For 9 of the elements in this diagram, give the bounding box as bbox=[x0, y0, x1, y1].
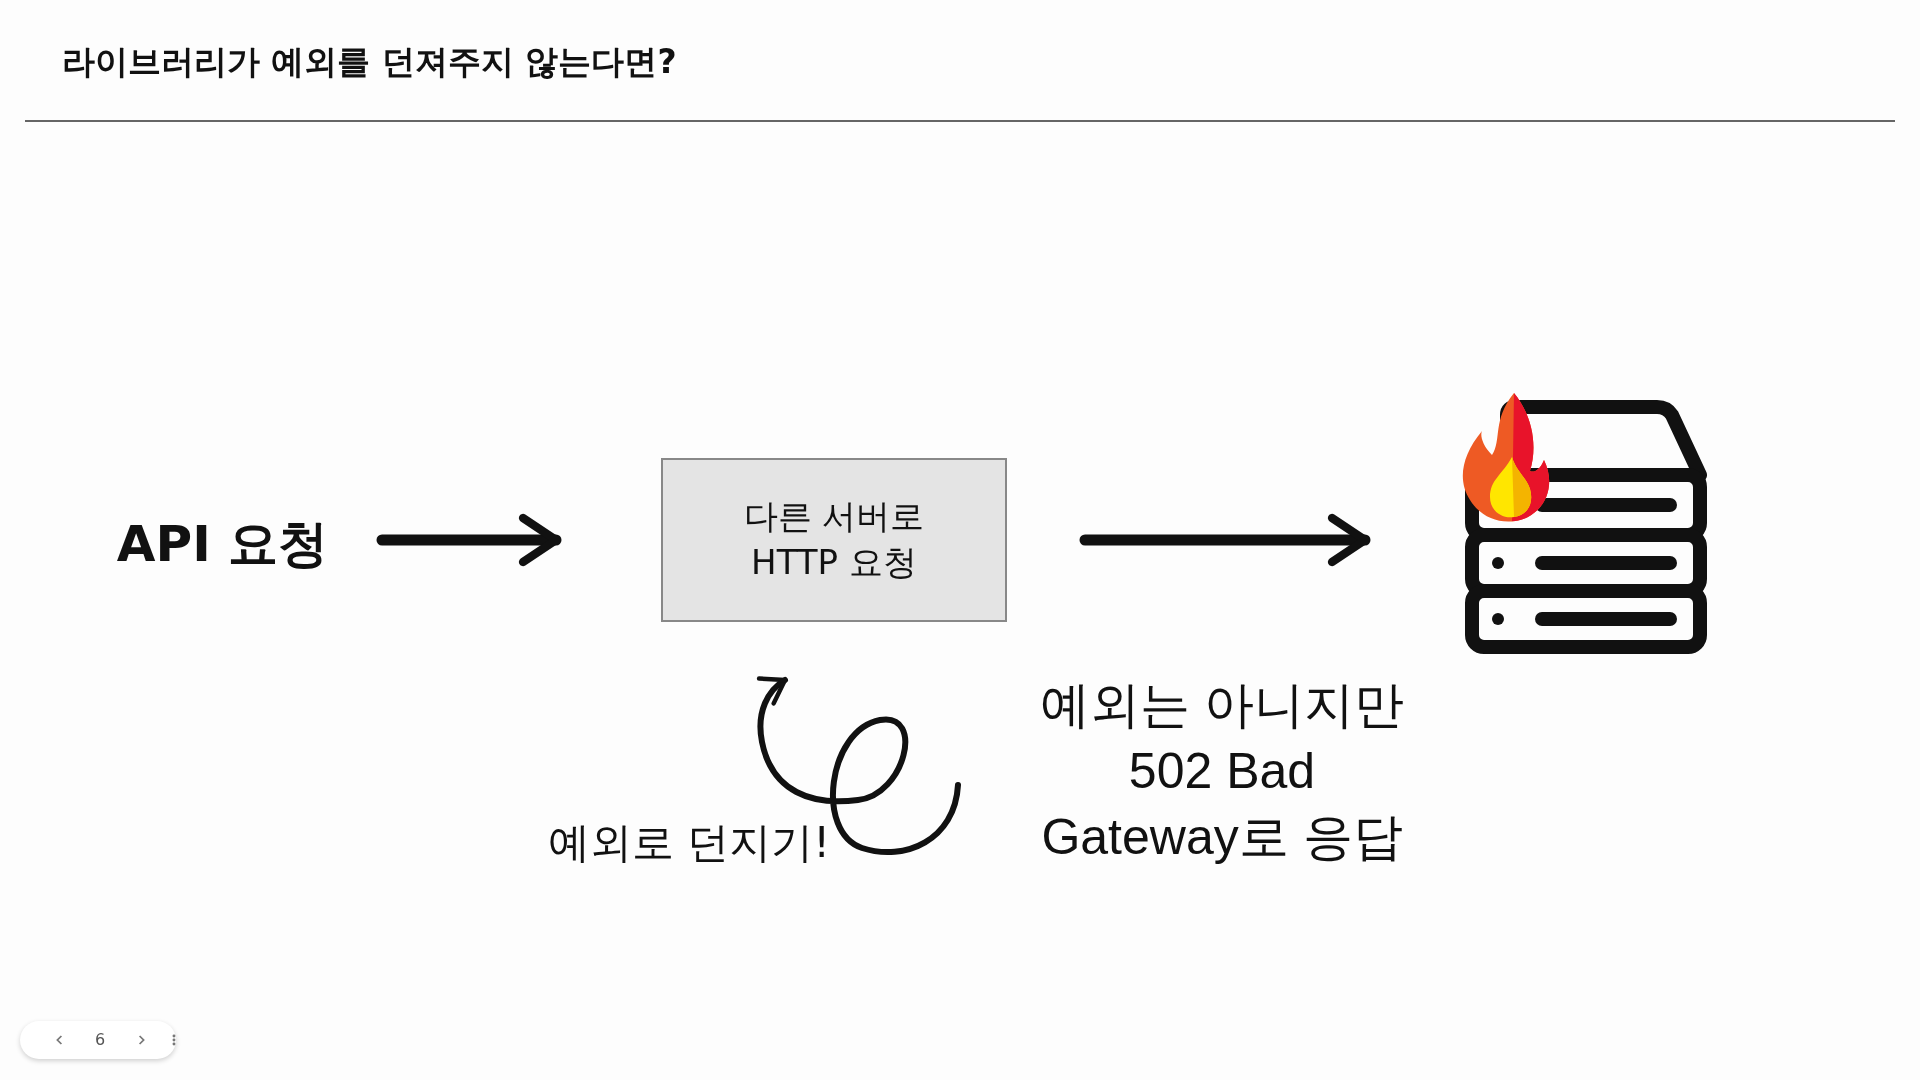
note-text: 예외는 아니지만 502 Bad Gateway로 응답 bbox=[1008, 672, 1436, 872]
arrow bbox=[1079, 513, 1371, 567]
arrow bbox=[376, 513, 562, 567]
note-text: 예외로 던지기! bbox=[548, 817, 831, 869]
page-number: 6 bbox=[93, 1029, 107, 1051]
process-box: 다른 서버로 HTTP 요청 bbox=[661, 458, 1007, 622]
slide-title: 라이브러리가 예외를 던져주지 않는다면? bbox=[62, 41, 677, 83]
curly-arrow bbox=[756, 677, 961, 855]
request-label: API 요청 bbox=[115, 512, 330, 576]
